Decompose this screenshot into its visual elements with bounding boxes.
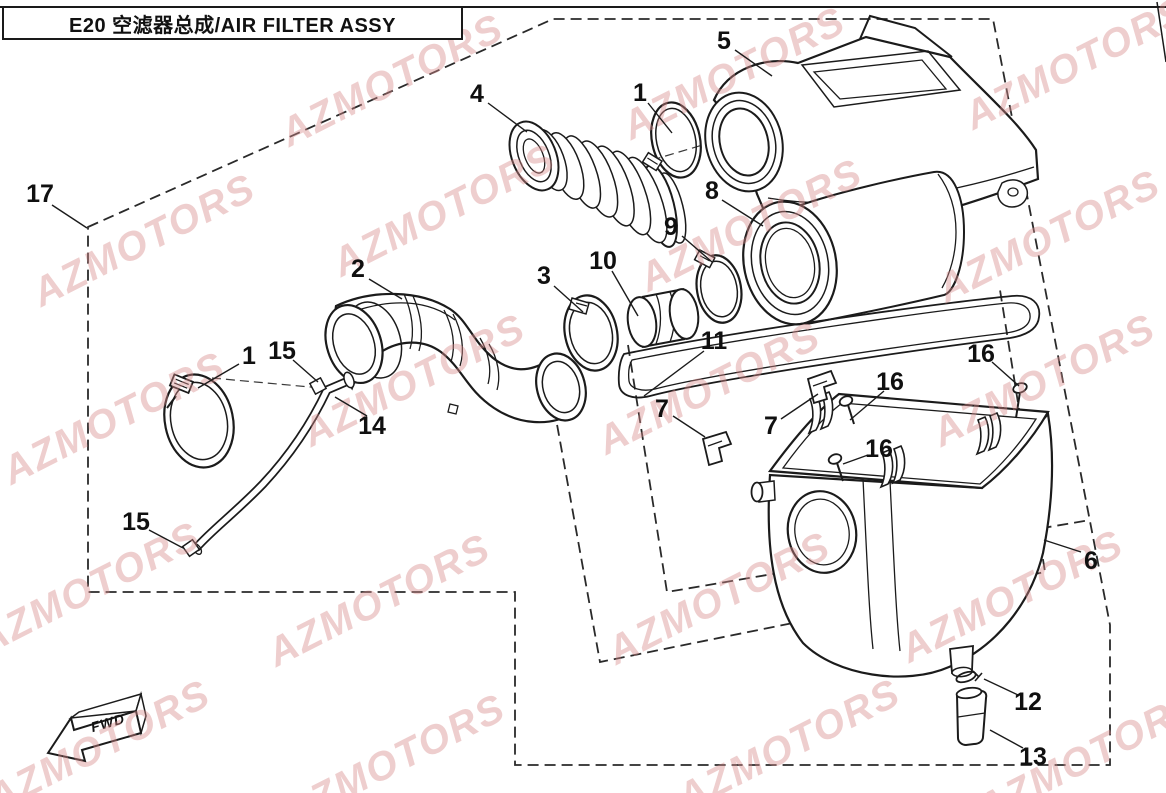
leader-lines-layer (51, 49, 1082, 749)
leader-part-4 (487, 102, 528, 133)
leader-part-5 (734, 49, 773, 77)
part-label-15: 15 (268, 337, 296, 365)
part-label-15: 15 (122, 508, 150, 536)
leader-part-15 (292, 359, 319, 383)
leader-part-3 (553, 285, 584, 313)
leader-part-6 (1043, 539, 1082, 553)
watermark-text: AZMOTORS (274, 685, 512, 793)
part-10-joint-tube (626, 288, 700, 348)
leader-part-16 (991, 361, 1020, 387)
part-12-drain-clip (955, 670, 983, 684)
part-label-6: 6 (1084, 547, 1098, 575)
part-7-clip-right (806, 369, 838, 405)
leader-part-11 (643, 350, 705, 397)
watermark-text: AZMOTORS (969, 681, 1166, 793)
watermark-text: AZMOTORS (24, 165, 262, 316)
part-14-drain-hose (191, 371, 355, 555)
part-13-drain-plug (955, 686, 988, 747)
part-label-2: 2 (351, 255, 365, 283)
part-9-clamp (693, 248, 743, 324)
leader-part-10 (611, 270, 639, 317)
watermark-text: AZMOTORS (669, 670, 907, 793)
leader-part-1 (647, 102, 673, 134)
watermark-text: AZMOTORS (0, 513, 208, 664)
part-label-3: 3 (537, 262, 551, 290)
part-label-16: 16 (967, 340, 995, 368)
part-label-1: 1 (242, 342, 256, 370)
leader-part-15 (148, 529, 184, 549)
watermark-text: AZMOTORS (259, 525, 497, 676)
part-11-gasket (617, 294, 1041, 399)
part-label-12: 12 (1014, 688, 1042, 716)
assembly-boundary-outer (87, 18, 1111, 766)
leader-part-7 (780, 393, 819, 420)
part-label-17: 17 (26, 180, 54, 208)
leader-part-13 (989, 729, 1024, 749)
leader-part-14 (334, 396, 368, 417)
part-3-clamp (563, 294, 619, 372)
watermark-text: AZMOTORS (0, 343, 233, 494)
part-label-7: 7 (655, 395, 669, 423)
part-label-16: 16 (876, 368, 904, 396)
leader-part-16 (849, 390, 885, 421)
part-label-10: 10 (589, 247, 617, 275)
part-label-4: 4 (470, 80, 484, 108)
part-1-clamp-top (641, 101, 702, 179)
part-1-clamp-left (163, 373, 235, 469)
part-2-intake-hose (324, 292, 587, 424)
page-title: E20 空滤器总成/AIR FILTER ASSY (69, 14, 396, 37)
part-label-16: 16 (865, 435, 893, 463)
part-label-7: 7 (764, 412, 778, 440)
part-6-airbox (750, 391, 1054, 678)
part-16-screws (827, 382, 1028, 482)
part-label-14: 14 (358, 412, 386, 440)
leader-part-12 (983, 678, 1019, 696)
part-label-8: 8 (705, 177, 719, 205)
part-label-5: 5 (717, 27, 731, 55)
leader-part-2 (368, 278, 403, 300)
leader-part-16 (842, 454, 869, 465)
part-15-clip-bottom (181, 538, 201, 558)
part-label-11: 11 (701, 327, 728, 355)
leader-part-7 (672, 415, 706, 438)
part-7-clip-left (701, 430, 733, 467)
part-4-intake-duct (508, 120, 687, 248)
watermark-text: AZMOTORS (0, 671, 218, 793)
leader-part-1 (197, 363, 240, 389)
leader-part-17 (51, 204, 88, 229)
part-label-9: 9 (664, 213, 678, 241)
fwd-arrow: FWD (46, 691, 147, 763)
watermark-text: AZMOTORS (956, 0, 1166, 139)
part-label-13: 13 (1019, 743, 1047, 771)
title-box: E20 空滤器总成/AIR FILTER ASSY (2, 6, 463, 40)
leader-part-8 (721, 199, 764, 227)
part-15-clip-top (308, 376, 328, 396)
part-8-filter-element (742, 170, 966, 326)
part-label-1: 1 (633, 79, 647, 107)
leader-part-9 (681, 235, 713, 263)
